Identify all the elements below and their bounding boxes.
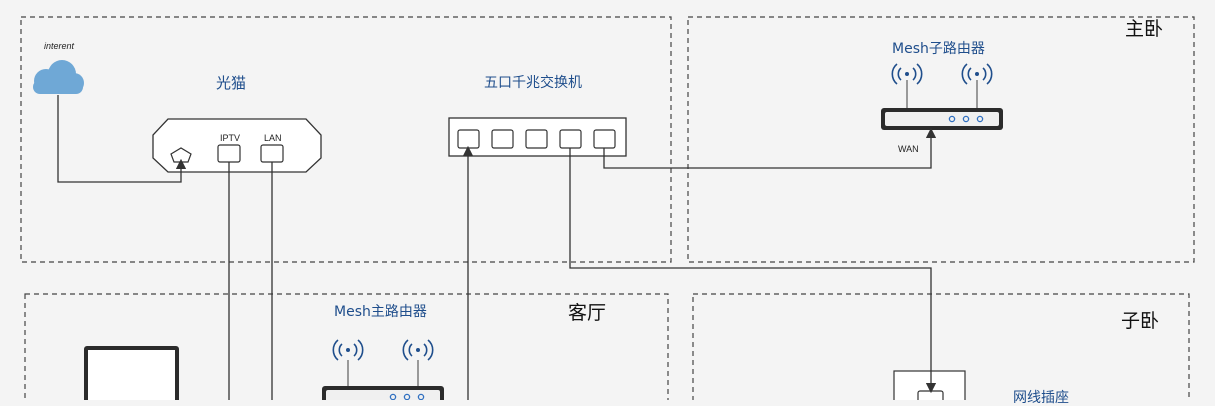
zone-sub-bedroom-box	[692, 293, 1190, 400]
switch-port-5	[593, 129, 616, 149]
master-bedroom-label: 主卧	[1125, 18, 1164, 40]
modem-lan-port	[260, 144, 284, 163]
modem-label: 光猫	[216, 74, 247, 92]
zone-living-room-box	[24, 293, 669, 400]
zone-top-left-box	[20, 16, 672, 263]
modem-wan-port-icon	[170, 147, 192, 163]
switch-port-3	[525, 129, 548, 149]
mesh-child-label: Mesh子路由器	[892, 41, 985, 57]
switch-port-1	[457, 129, 480, 149]
mesh-child-wan-label: WAN	[898, 144, 919, 154]
mesh-main-label: Mesh主路由器	[334, 304, 427, 320]
mesh-main-router-icon	[322, 339, 444, 400]
zone-master-bedroom-box	[687, 16, 1195, 263]
internet-label: interent	[44, 41, 75, 51]
living-room-label: 客厅	[568, 302, 607, 324]
switch-to-wall-socket-line	[569, 148, 937, 394]
switch-port-2	[491, 129, 514, 149]
modem-lan-label: LAN	[264, 133, 282, 143]
wall-socket-label: 网线插座	[1013, 390, 1069, 406]
internet-to-modem-line	[57, 95, 187, 183]
cloud-icon	[33, 60, 84, 94]
modem-iptv-label: IPTV	[220, 133, 241, 143]
sub-bedroom-label: 子卧	[1121, 310, 1160, 332]
switch-port-4	[559, 129, 582, 149]
wall-socket-icon	[893, 370, 966, 400]
switch-to-mesh-child-line	[603, 127, 937, 169]
mesh-child-router-icon	[881, 63, 1003, 130]
laptop-icon	[84, 346, 179, 400]
switch-label: 五口千兆交换机	[484, 75, 582, 91]
modem-iptv-port	[217, 144, 241, 163]
